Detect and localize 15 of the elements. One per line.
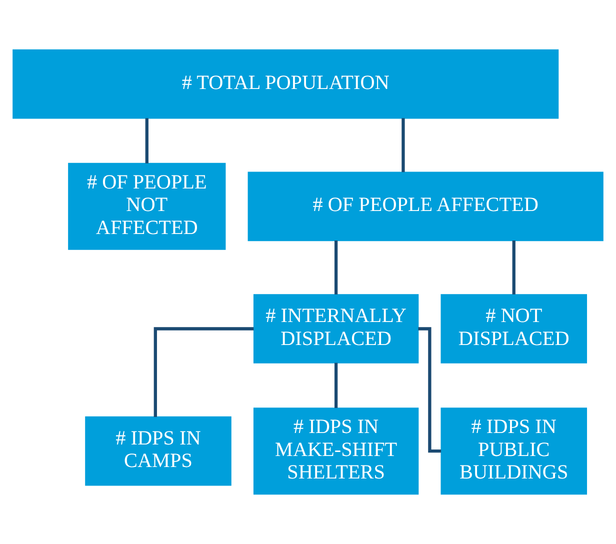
connector bbox=[145, 118, 148, 164]
node-box: # IDPS IN CAMPS bbox=[85, 416, 232, 486]
node-box: # IDPS IN PUBLIC BUILDINGS bbox=[440, 408, 588, 495]
connector bbox=[418, 327, 442, 453]
connector bbox=[512, 240, 516, 294]
node-box: # TOTAL POPULATION bbox=[12, 49, 559, 119]
node-box: # IDPS IN MAKE-SHIFT SHELTERS bbox=[253, 408, 419, 495]
connector bbox=[154, 327, 254, 417]
node-box: # INTERNALLY DISPLACED bbox=[253, 294, 419, 364]
connector bbox=[402, 118, 405, 172]
node-box: # NOT DISPLACED bbox=[440, 294, 588, 364]
node-box: # OF PEOPLE AFFECTED bbox=[248, 172, 604, 242]
connector bbox=[334, 362, 338, 408]
node-box: # OF PEOPLE NOT AFFECTED bbox=[68, 162, 226, 250]
connector bbox=[334, 240, 338, 294]
